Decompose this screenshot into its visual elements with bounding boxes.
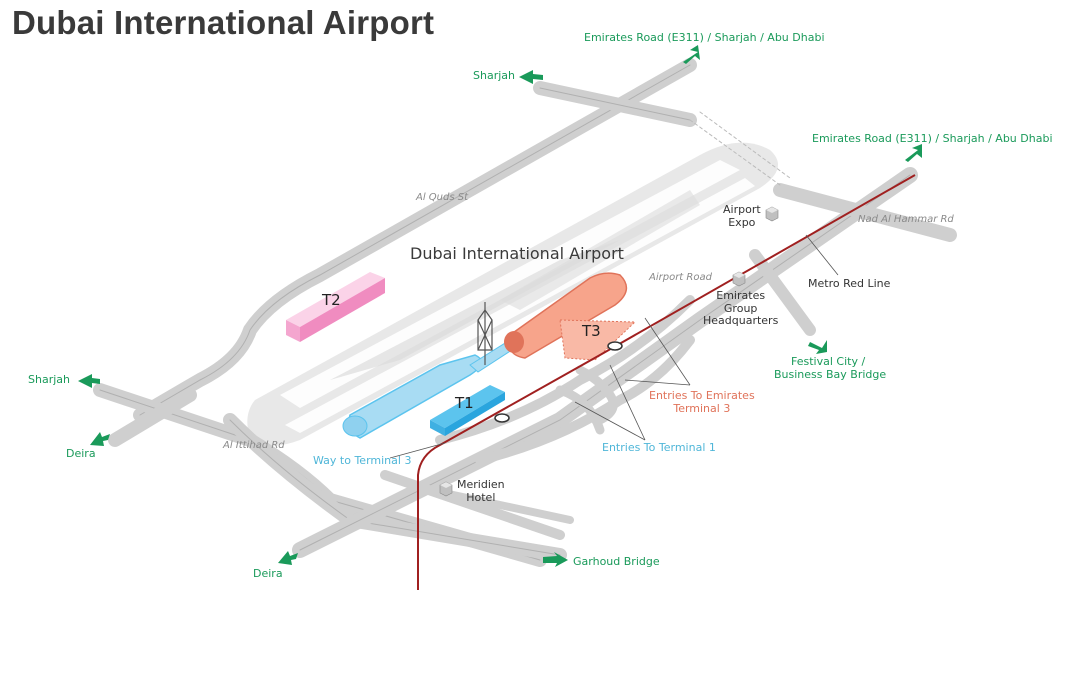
terminal-1-building[interactable] — [342, 339, 516, 439]
road-label-nad-al-hammar: Nad Al Hammar Rd — [858, 214, 954, 225]
control-tower-icon — [477, 302, 493, 365]
destination-deira-bottom: Deira — [253, 567, 283, 580]
terminal-2-building[interactable] — [286, 272, 385, 342]
destination-festival-city: Festival City / — [791, 355, 866, 369]
entries-t1-label: Entries To Terminal 1 — [602, 441, 716, 454]
destination-sharjah-top: Sharjah — [473, 69, 515, 82]
arrow-emirates-road-right-icon — [905, 144, 922, 162]
poi-airport-expo: Airport Expo — [723, 203, 761, 229]
leader-lines — [389, 234, 839, 459]
entries-t3-line2: Terminal 3 — [673, 401, 731, 415]
festival-city-line1: Festival City / — [791, 355, 866, 368]
entries-t3-line1: Entries To Emirates — [649, 389, 755, 402]
metro-station-t1[interactable] — [494, 413, 510, 423]
destination-business-bay: Business Bay Bridge — [774, 368, 887, 381]
runways — [247, 142, 779, 446]
arrow-sharjah-top-icon — [519, 70, 543, 84]
arrow-festival-city-icon — [808, 340, 827, 354]
poi-emirates-hq-line3: Headquarters — [703, 314, 779, 328]
building-icon-airport-expo — [765, 206, 779, 222]
airport-label: Dubai International Airport — [410, 244, 624, 263]
road-label-airport-road: Airport Road — [649, 272, 712, 283]
poi-airport-expo-line2: Expo — [728, 215, 756, 229]
poi-meridien-hotel: Meridien Hotel — [457, 478, 505, 504]
poi-emirates-hq-line2: Group — [723, 301, 758, 315]
metro-station-t3[interactable] — [607, 341, 623, 351]
direction-arrows — [78, 45, 922, 567]
road-label-al-quds: Al Quds St — [416, 192, 469, 203]
way-to-t3-label: Way to Terminal 3 — [313, 454, 412, 467]
building-icon-emirates-hq — [732, 271, 746, 287]
destination-deira-left: Deira — [66, 447, 96, 460]
arrow-emirates-road-top-icon — [683, 45, 700, 64]
entries-t3-label: Entries To Emirates Terminal 3 — [649, 389, 755, 415]
metro-red-line-label: Metro Red Line — [808, 277, 891, 290]
metro-red-line — [417, 174, 916, 590]
arrow-sharjah-left-icon — [78, 374, 100, 388]
terminal-2-label[interactable]: T2 — [322, 291, 341, 309]
road-label-al-ittihad: Al Ittihad Rd — [223, 440, 285, 451]
arrow-deira-bottom-icon — [278, 551, 298, 565]
poi-meridien-line2: Hotel — [466, 490, 496, 504]
destination-emirates-road-right: Emirates Road (E311) / Sharjah / Abu Dha… — [812, 132, 1053, 145]
page-title: Dubai International Airport — [12, 4, 435, 41]
poi-emirates-hq-line1: Emirates — [716, 289, 766, 302]
building-icon-meridien — [439, 481, 453, 497]
poi-icons — [439, 206, 779, 497]
arrow-garhoud-icon — [543, 552, 568, 567]
terminal-3-label[interactable]: T3 — [582, 322, 601, 340]
roads — [93, 58, 957, 567]
poi-emirates-hq: Emirates Group Headquarters — [703, 289, 779, 328]
destination-sharjah-left: Sharjah — [28, 373, 70, 386]
destination-garhoud-bridge: Garhoud Bridge — [573, 555, 660, 568]
poi-meridien-line1: Meridien — [457, 478, 505, 491]
terminal-1-label[interactable]: T1 — [455, 394, 474, 412]
poi-airport-expo-line1: Airport — [723, 203, 761, 216]
destination-emirates-road-top: Emirates Road (E311) / Sharjah / Abu Dha… — [584, 31, 825, 44]
arrow-deira-left-icon — [90, 432, 110, 446]
terminal-3-building[interactable] — [504, 272, 637, 361]
